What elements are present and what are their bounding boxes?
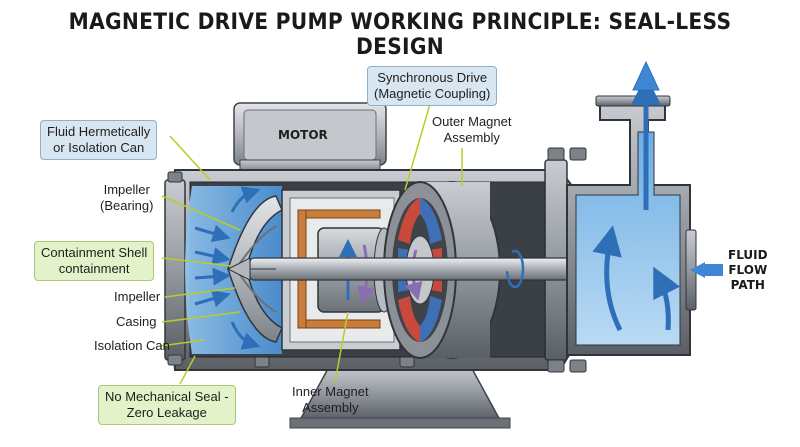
label-outer-magnet: Outer Magnet Assembly xyxy=(432,114,512,145)
label-casing: Casing xyxy=(116,314,157,329)
volute-casing xyxy=(566,95,697,356)
leader-lines xyxy=(159,103,463,385)
left-flange xyxy=(164,179,186,361)
shaft-rotation-arrow xyxy=(505,249,525,289)
label-fluid-hermetic: Fluid Hermetically or Isolation Can xyxy=(40,120,158,160)
inlet-arrow xyxy=(690,262,705,278)
label-containment-shell: Containment Shell containment xyxy=(34,241,155,281)
label-no-mechanical-seal: No Mechanical Seal - Zero Leakage xyxy=(98,385,236,425)
impeller-rotor xyxy=(226,195,283,343)
label-impeller: Impeller xyxy=(114,289,161,304)
inlet-fluid-arrows xyxy=(194,186,261,350)
base-plate xyxy=(289,417,511,429)
label-synchronous-drive: Synchronous Drive (Magnetic Coupling) xyxy=(367,66,498,106)
motor-label: MOTOR xyxy=(278,128,328,142)
label-impeller-bearing: Impeller (Bearing) xyxy=(100,182,154,213)
page-title: MAGNETIC DRIVE PUMP WORKING PRINCIPLE: S… xyxy=(68,10,732,60)
label-inner-magnet: Inner Magnet Assembly xyxy=(292,384,369,415)
flange-bolts xyxy=(167,147,587,373)
outlet-arrow xyxy=(632,60,660,91)
label-fluid-flow-path: FLUID FLOW PATH xyxy=(728,248,768,292)
volute-flow-arrows xyxy=(592,75,681,332)
drive-shaft xyxy=(249,257,611,281)
label-isolation-can: Isolation Can xyxy=(94,338,170,353)
